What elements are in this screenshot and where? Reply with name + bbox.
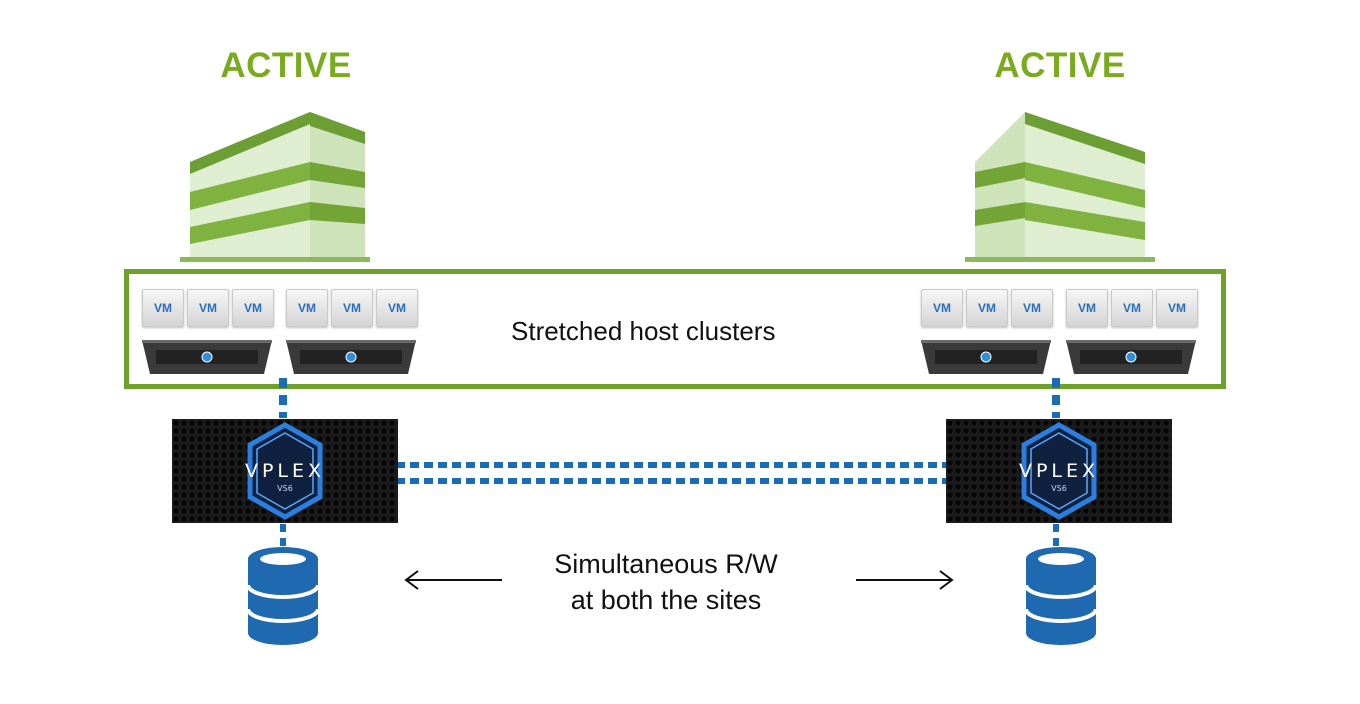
- vm-tile: VM: [1156, 289, 1198, 327]
- database-icon: [1024, 547, 1098, 645]
- server-icon: [286, 340, 416, 374]
- vm-tile: VM: [142, 289, 184, 327]
- vm-tile: VM: [1066, 289, 1108, 327]
- vm-tile: VM: [331, 289, 373, 327]
- vm-tile: VM: [232, 289, 274, 327]
- caption-line-2: at both the sites: [570, 585, 762, 615]
- server-icon: [1066, 340, 1196, 374]
- building-icon: [180, 112, 370, 262]
- cluster-label: Stretched host clusters: [511, 316, 776, 346]
- vm-tile: VM: [1011, 289, 1053, 327]
- stretched-cluster-box: [124, 269, 1226, 389]
- vplex-model: VS6: [277, 484, 293, 493]
- server-icon: [142, 340, 272, 374]
- vplex-appliance-right: VPLEX VS6: [946, 419, 1172, 523]
- vm-tile: VM: [1111, 289, 1153, 327]
- vplex-appliance-left: VPLEX VS6: [172, 419, 398, 523]
- vm-tile: VM: [187, 289, 229, 327]
- vm-tile: VM: [286, 289, 328, 327]
- caption-line-1: Simultaneous R/W: [554, 549, 778, 579]
- site-status-left: ACTIVE: [220, 46, 352, 85]
- vplex-brand: VPLEX: [245, 460, 325, 482]
- vm-tile: VM: [376, 289, 418, 327]
- vm-tile: VM: [921, 289, 963, 327]
- server-icon: [921, 340, 1051, 374]
- vm-tile: VM: [966, 289, 1008, 327]
- building-icon: [965, 112, 1155, 262]
- vplex-brand: VPLEX: [1019, 460, 1099, 482]
- arrow-right-icon: [856, 570, 954, 590]
- vplex-model: VS6: [1051, 484, 1067, 493]
- site-status-right: ACTIVE: [994, 46, 1126, 85]
- arrow-left-icon: [404, 570, 502, 590]
- database-icon: [246, 547, 320, 645]
